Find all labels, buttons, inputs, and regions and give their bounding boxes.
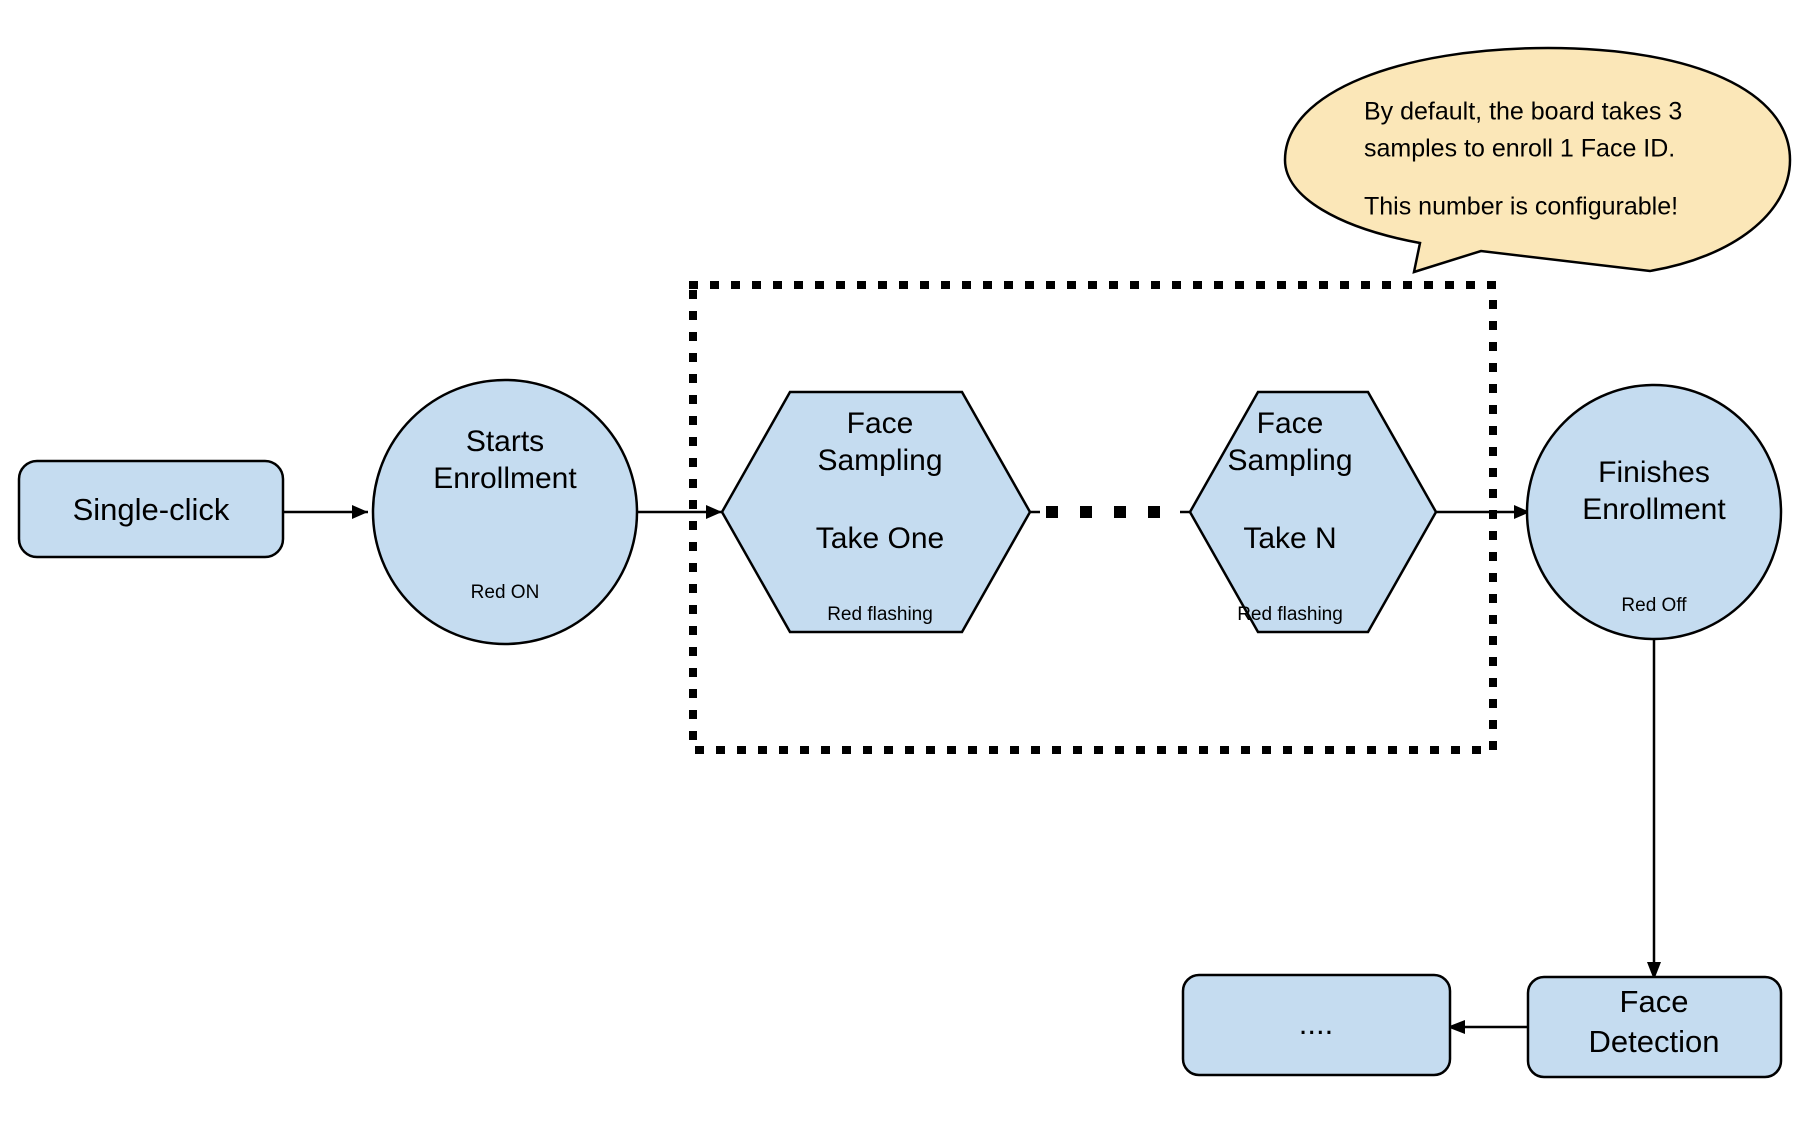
node-finishes-enrollment-label-line1: Finishes	[1598, 456, 1710, 489]
callout-line-1: By default, the board takes 3	[1364, 98, 1682, 126]
node-face-detection-label-line2: Detection	[1589, 1024, 1720, 1059]
sequence-ellipsis	[1046, 506, 1160, 518]
node-face-sampling-n-label-line2: Sampling	[1227, 444, 1352, 477]
node-finishes-enrollment[interactable]: Finishes Enrollment Red Off	[1525, 383, 1783, 641]
edge-single-click-to-starts	[283, 505, 368, 519]
node-single-click-label: Single-click	[73, 492, 230, 527]
node-face-sampling-one-label-line2: Sampling	[817, 444, 942, 477]
node-starts-enrollment[interactable]: Starts Enrollment Red ON	[371, 378, 639, 646]
node-face-detection-label-line1: Face	[1620, 984, 1689, 1019]
node-continuation-label: ....	[1299, 1006, 1333, 1041]
node-face-sampling-n-take: Take N	[1243, 522, 1336, 555]
node-face-sampling-n-label-line1: Face	[1257, 407, 1324, 440]
node-face-sampling-take-n[interactable]: Face Sampling Take N Red flashing	[1188, 390, 1438, 634]
node-face-detection[interactable]: Face Detection	[1526, 975, 1783, 1079]
callout-line-3: This number is configurable!	[1364, 193, 1678, 221]
node-finishes-enrollment-status: Red Off	[1621, 595, 1687, 616]
node-finishes-enrollment-label-line2: Enrollment	[1582, 493, 1726, 526]
node-starts-enrollment-label-line2: Enrollment	[433, 462, 577, 495]
node-face-sampling-one-take: Take One	[816, 522, 944, 555]
callout-line-2: samples to enroll 1 Face ID.	[1364, 135, 1675, 163]
node-face-sampling-take-one[interactable]: Face Sampling Take One Red flashing	[720, 390, 1032, 634]
node-starts-enrollment-label-line1: Starts	[466, 425, 544, 458]
edge-finishes-to-face-detection	[1647, 639, 1661, 980]
callout-balloon: By default, the board takes 3 samples to…	[1283, 46, 1792, 274]
node-single-click[interactable]: Single-click	[17, 459, 285, 559]
edge-face-detection-to-continuation	[1447, 1020, 1528, 1034]
node-face-sampling-one-label-line1: Face	[847, 407, 914, 440]
node-face-sampling-n-status: Red flashing	[1237, 604, 1343, 625]
node-starts-enrollment-status: Red ON	[471, 582, 540, 603]
node-continuation[interactable]: ....	[1181, 973, 1452, 1077]
edge-starts-to-sampling-one	[637, 505, 722, 519]
edge-sampling-n-to-finishes	[1436, 505, 1530, 519]
node-face-sampling-one-status: Red flashing	[827, 604, 933, 625]
sampling-loop-boundary	[689, 281, 1497, 754]
